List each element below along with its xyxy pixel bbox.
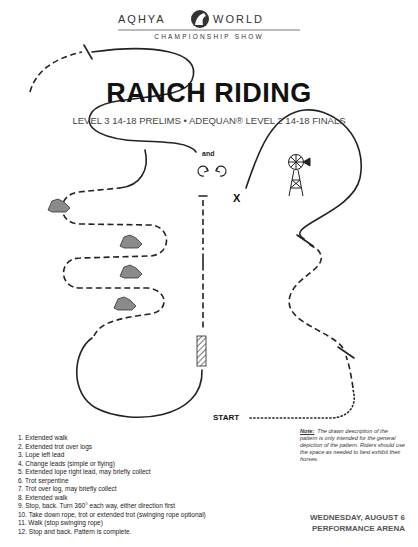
marker-tick [297,235,313,246]
maneuver-item: 2. Extended trot over logs [18,443,92,450]
windmill-icon [289,155,311,197]
maneuver-item: 1. Extended walk [18,434,68,441]
show-date: WEDNESDAY, AUGUST 6 [270,513,405,522]
class-subtitle: LEVEL 3 14-18 PRELIMS • ADEQUAN® LEVEL 2… [0,116,418,127]
spin-symbol [198,166,226,176]
maneuver-item: 5. Extended lope right lead, may briefly… [18,468,151,475]
walk-line [250,390,354,418]
trot-line [202,274,204,330]
log-obstacle [48,199,142,310]
logo-horse [195,13,206,25]
logo-subtitle: CHAMPIONSHIP SHOW [0,33,418,40]
lope-line [246,110,361,239]
note-heading: Note: [300,428,314,434]
maneuver-item: 7. Trot over log, may briefly collect [18,485,117,492]
maneuver-item: 4. Change leads (simple or flying) [18,460,115,467]
marker-tick [199,195,207,197]
logo-emblem [191,10,209,28]
trot-line [289,244,343,348]
trot-line [202,200,204,250]
show-venue: PERFORMANCE ARENA [270,524,405,533]
maneuver-item: 12. Stop and back. Pattern is complete. [18,528,131,535]
lope-line [77,338,202,417]
maneuver-item: 11. Walk (stop swinging rope) [18,519,103,526]
marker-tick [338,347,354,358]
serpentine-line [62,188,166,336]
logo-word: AQHYA [118,13,166,26]
trot-line [346,356,353,388]
note-text: The drawn description of the pattern is … [300,428,405,462]
trot-line [30,52,82,92]
maneuver-item: 3. Lope left lead [18,451,64,458]
maneuver-item: 6. Trot serpentine [18,477,69,484]
logo-word: WORLD [213,13,264,26]
center-marker: X [233,192,240,205]
stop-back-box [197,336,206,366]
maneuver-item: 9. Stop, back. Turn 360° each way, eithe… [18,502,175,509]
note-block: Note:The drawn description of the patter… [300,428,406,463]
marker-tick [84,45,92,59]
lope-line [120,150,146,188]
maneuver-item: 10. Take down rope, trot or extended tro… [18,511,206,518]
start-label: START [213,413,239,422]
spin-note: and [202,150,214,158]
logo-rule [118,30,300,31]
maneuver-item: 8. Extended walk [18,494,68,501]
pattern-title: RANCH RIDING [0,78,418,109]
lope-line [202,254,204,270]
